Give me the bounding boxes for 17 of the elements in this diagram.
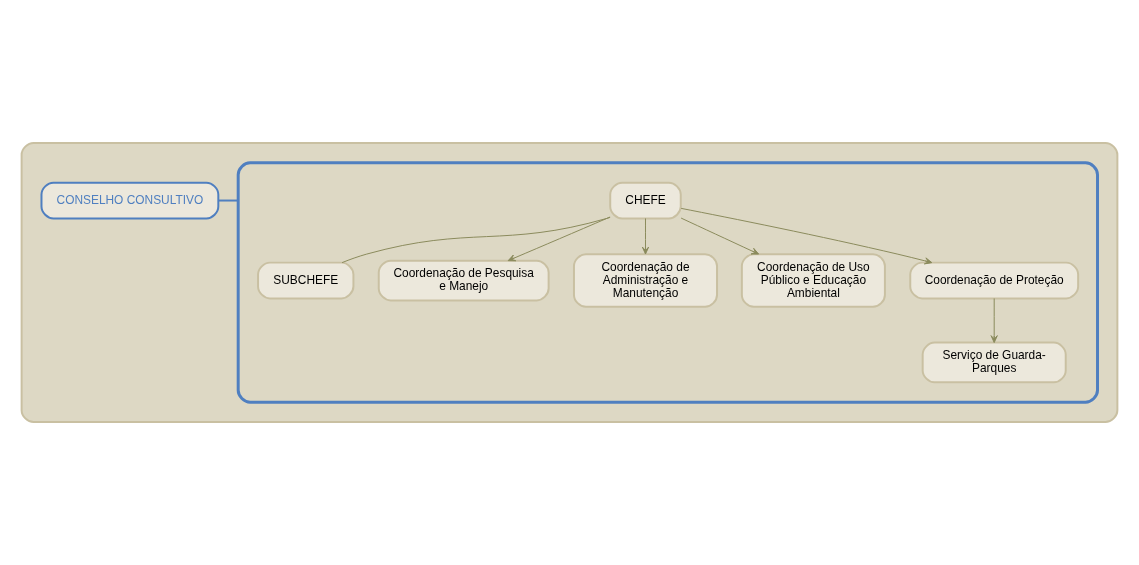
- node-box: Coordenação de Pesquisa e Manejo: [377, 259, 550, 302]
- node-box: Coordenação de Proteção: [909, 261, 1080, 300]
- node-box: CONSELHO CONSULTIVO: [40, 181, 220, 220]
- arrow: [680, 217, 760, 255]
- node-box: Serviço de Guarda-Parques: [921, 341, 1067, 384]
- node-box: Coordenação de Uso Público e Educação Ambiental: [740, 253, 886, 308]
- cluster: [236, 161, 1099, 404]
- connector: [217, 199, 240, 202]
- arrow: [507, 216, 611, 262]
- arrow: [641, 217, 650, 255]
- arrow: [990, 297, 998, 344]
- arrow: [680, 207, 933, 265]
- node-box: SUBCHEFE: [257, 261, 355, 300]
- node-box: Coordenação de Administração e Manutenção: [572, 253, 719, 308]
- connector: [341, 216, 611, 264]
- node-box: CHEFE: [609, 181, 682, 220]
- cluster: [20, 141, 1119, 424]
